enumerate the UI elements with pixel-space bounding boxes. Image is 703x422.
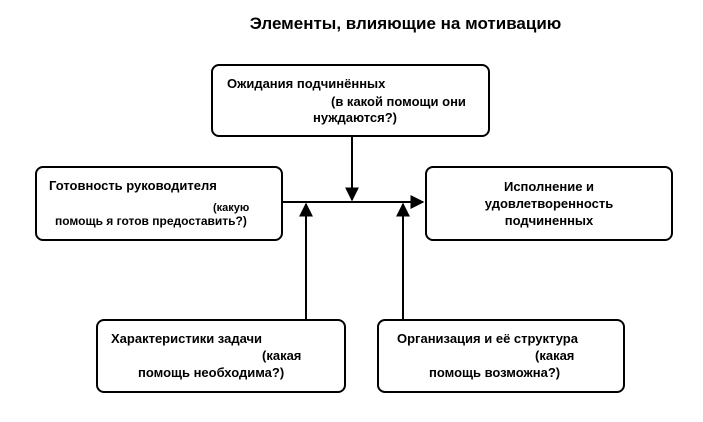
node-expectations-question-2: нуждаются?) <box>313 110 397 125</box>
node-task-question-1: (какая <box>262 348 302 363</box>
node-expectations-title: Ожидания подчинённых <box>227 76 386 91</box>
node-task-question-2: помощь необходима?) <box>138 365 285 380</box>
node-readiness: Готовность руководителя (какую помощь я … <box>35 166 283 241</box>
node-readiness-question-2: помощь я готов предоставить?) <box>55 214 247 228</box>
node-organization-question-2: помощь возможна?) <box>429 365 561 380</box>
node-expectations: Ожидания подчинённых (в какой помощи они… <box>211 64 490 137</box>
node-organization: Организация и её структура (какая помощь… <box>377 319 625 393</box>
node-result: Исполнение и удовлетворенность подчиненн… <box>425 166 673 241</box>
diagram-title: Элементы, влияющие на мотивацию <box>249 14 562 33</box>
node-readiness-question-1: (какую <box>213 202 250 214</box>
node-result-line-1: Исполнение и <box>503 179 595 194</box>
node-expectations-question-1: (в какой помощи они <box>331 94 466 109</box>
node-organization-question-1: (какая <box>535 348 575 363</box>
node-task: Характеристики задачи (какая помощь необ… <box>96 319 346 393</box>
node-readiness-title: Готовность руководителя <box>49 178 217 193</box>
node-result-line-3: подчиненных <box>504 213 594 228</box>
node-organization-title: Организация и её структура <box>397 331 578 346</box>
node-result-line-2: удовлетворенность <box>484 196 614 211</box>
node-task-title: Характеристики задачи <box>111 331 263 346</box>
